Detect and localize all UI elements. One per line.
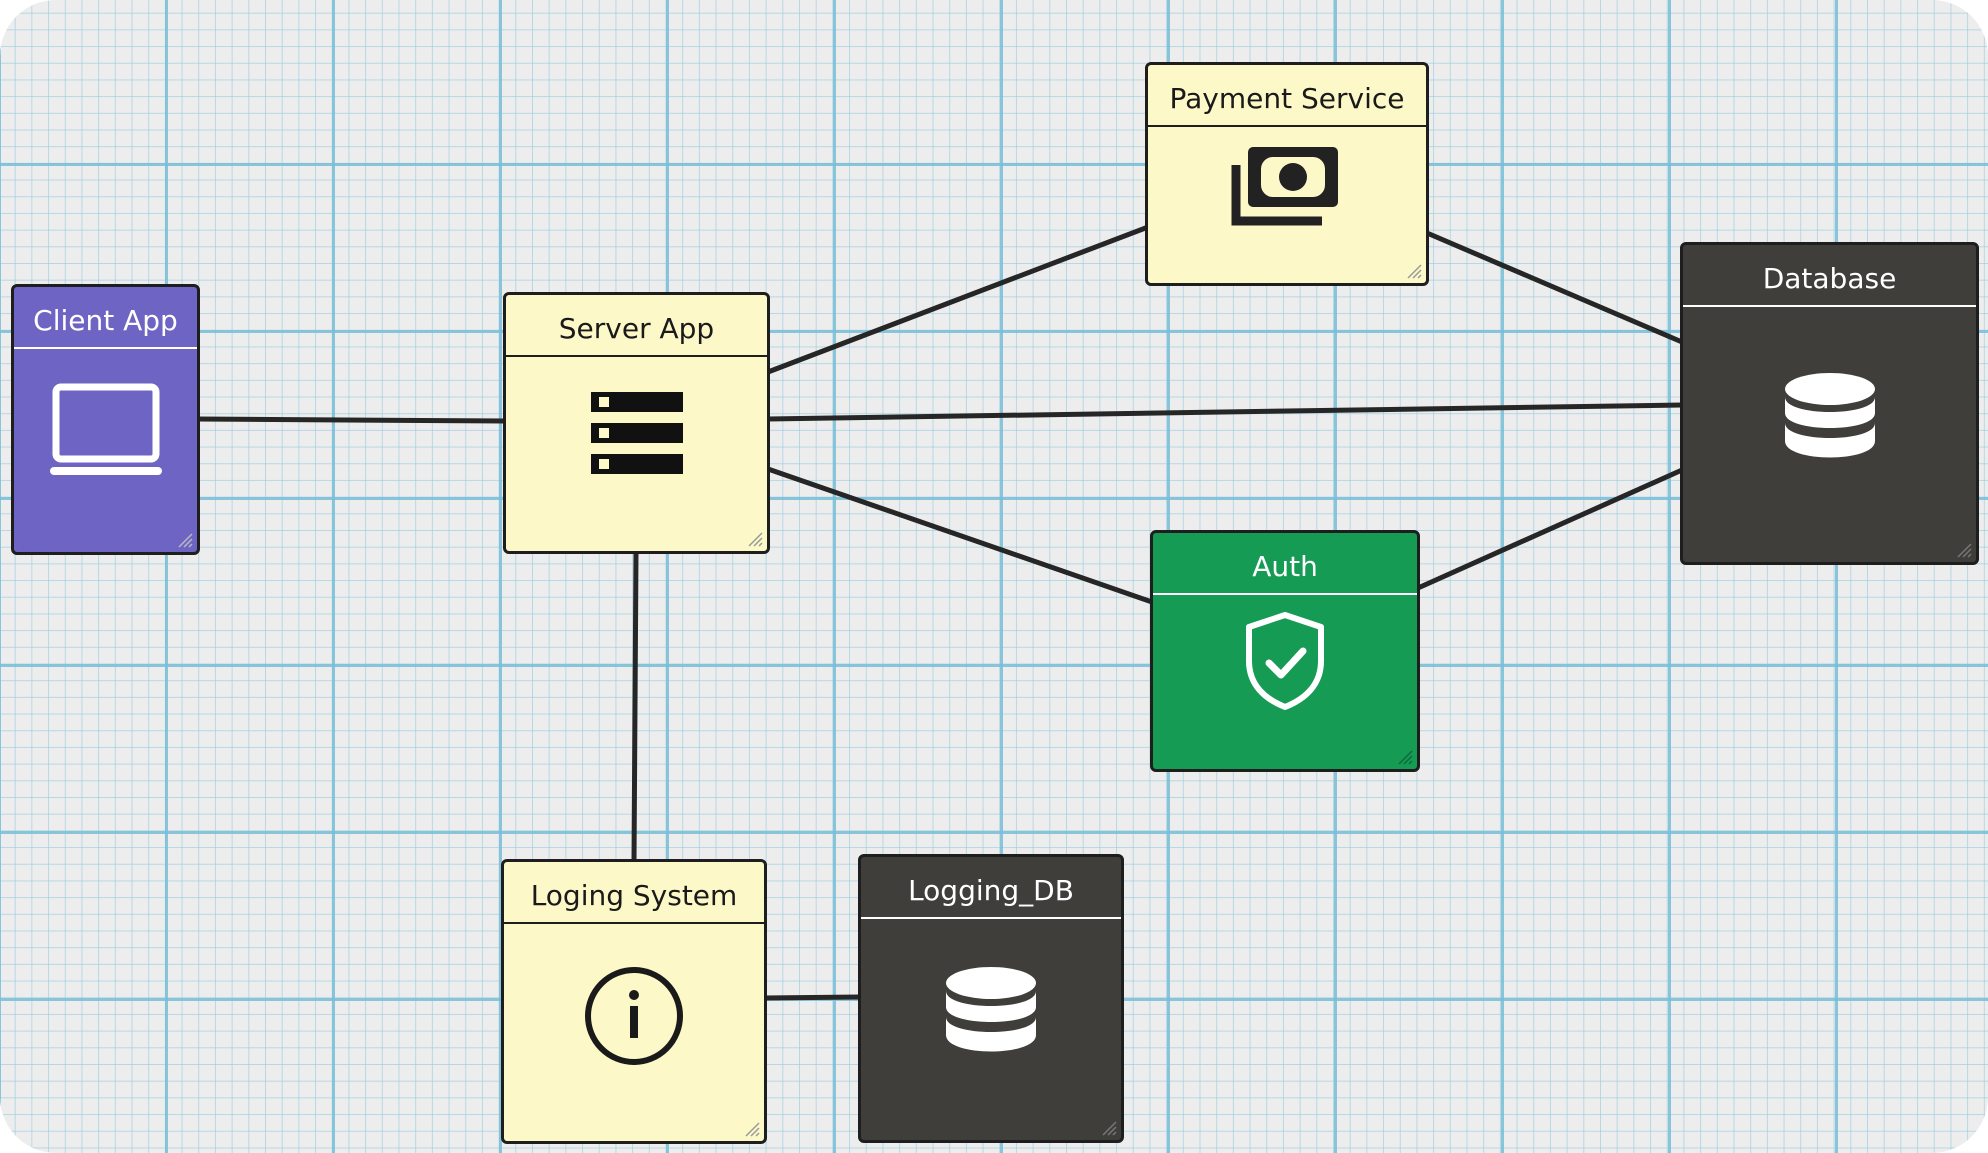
edge-server-payment[interactable] [767,224,1149,375]
node-client-app[interactable]: Client App [11,284,200,555]
edge-server-loging[interactable] [631,550,639,862]
node-title: Auth [1252,550,1318,583]
node-title: Client App [33,304,178,337]
database-icon [946,967,1036,1052]
resize-handle[interactable] [1395,747,1413,765]
info-icon [585,967,683,1065]
edge-loging-loggingdb[interactable] [763,994,861,1001]
resize-handle[interactable] [742,1119,760,1137]
resize-handle[interactable] [1099,1118,1117,1136]
node-title: Logging_DB [908,874,1074,907]
node-title: Payment Service [1169,82,1405,115]
edge-server-database[interactable] [767,402,1683,422]
laptop-icon [49,383,162,475]
title-separator [1148,125,1426,127]
node-logging-db[interactable]: Logging_DB [858,854,1124,1143]
title-separator [504,922,764,924]
node-title: Database [1762,262,1897,295]
node-title: Loging System [530,879,738,912]
title-separator [1153,593,1417,595]
node-payment-service[interactable]: Payment Service [1145,62,1429,286]
resize-handle[interactable] [175,530,193,548]
title-separator [506,355,767,357]
node-server-app[interactable]: Server App [503,292,770,554]
edge-server-auth[interactable] [767,466,1153,605]
server-icon [590,392,683,474]
title-separator [1683,305,1976,307]
node-auth[interactable]: Auth [1150,530,1420,772]
title-separator [14,347,197,349]
resize-handle[interactable] [1404,261,1422,279]
title-separator [861,917,1121,919]
resize-handle[interactable] [1954,540,1972,558]
database-icon [1784,373,1875,458]
node-title: Server App [558,312,715,345]
node-database[interactable]: Database [1680,242,1979,565]
edge-auth-database[interactable] [1416,467,1684,591]
resize-handle[interactable] [745,529,763,547]
node-loging-system[interactable]: Loging System [501,859,767,1144]
shield-check-icon [1246,612,1324,710]
edge-payment-database[interactable] [1426,230,1683,345]
edge-client-server[interactable] [197,416,506,424]
money-icon [1231,147,1338,226]
